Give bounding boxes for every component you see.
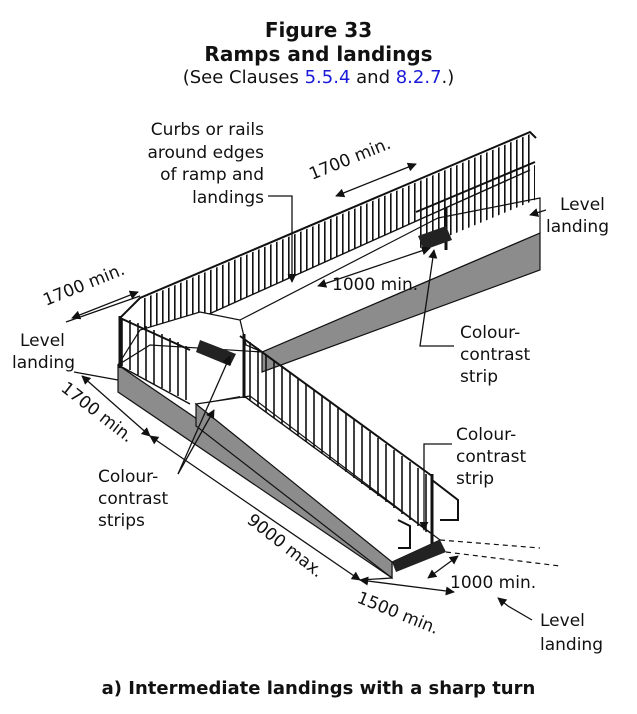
leader-colour-strip-1 [419, 249, 454, 347]
label-dim-1700-top: 1700 min. [306, 134, 393, 185]
leader-colour-strip-2 [419, 443, 452, 531]
label-cc-strips-line2: contrast [98, 489, 168, 509]
label-level-landing-right-1: Level [560, 195, 605, 215]
dim-1500-line [359, 576, 455, 596]
lower-ramp-left-rail-end [397, 519, 411, 549]
label-cc-strip-2-line2: contrast [456, 447, 526, 467]
label-level-landing-bottom-1: Level [540, 611, 585, 631]
figure-number: Figure 33 [264, 18, 373, 42]
figure-caption: a) Intermediate landings with a sharp tu… [101, 678, 536, 699]
leader-colour-strips-a [177, 355, 231, 475]
label-cc-strips-line3: strips [98, 511, 145, 531]
upper-ramp-back-railing [140, 134, 530, 345]
dim-1700-left-line [71, 290, 139, 320]
clause-link-5-5-4[interactable]: 5.5.4 [304, 67, 351, 88]
bottom-level-landing-outline [439, 539, 561, 567]
leader-lines [177, 195, 547, 621]
label-cc-strip-1-line3: strip [460, 367, 498, 387]
label-level-landing-bottom-2: landing [540, 635, 603, 655]
upper-ramp-front-railing [420, 165, 535, 248]
clause-link-8-2-7[interactable]: 8.2.7 [395, 67, 442, 88]
dim-1700-top-line [335, 162, 417, 198]
label-curbs-line1: Curbs or rails [151, 120, 264, 140]
upper-ramp-contrast-strip [418, 226, 452, 250]
label-level-landing-left-2: landing [12, 353, 75, 373]
label-curbs-line3: of ramp and [160, 165, 264, 185]
upper-ramp-front-handrail [415, 161, 536, 213]
label-cc-strip-2-line3: strip [456, 469, 494, 489]
figure-reference: (See Clauses 5.5.4 and 8.2.7.) [0, 67, 637, 88]
label-cc-strips-line1: Colour- [98, 467, 158, 487]
dim-9000-line [149, 435, 361, 581]
label-dim-1500: 1500 min. [354, 588, 441, 639]
leader-level-landing-right [529, 208, 547, 217]
landing-surface [117, 311, 263, 366]
label-dim-1000-mid: 1000 min. [332, 275, 418, 295]
label-curbs-line2: around edges [147, 143, 264, 163]
label-cc-strip-2-line1: Colour- [456, 425, 516, 445]
landing-left-railing [118, 316, 191, 405]
leader-colour-strips-b [177, 409, 215, 475]
dim-1000-mid-line [317, 246, 431, 288]
label-dim-1000-bottom: 1000 min. [450, 573, 536, 593]
dim-1000-bottom-line [427, 555, 459, 579]
label-curbs-line4: landings [192, 188, 264, 208]
label-level-landing-left-1: Level [20, 331, 65, 351]
ref-suffix: .) [441, 67, 455, 88]
ref-prefix: (See Clauses [182, 67, 305, 88]
ref-and: and [350, 67, 396, 88]
leader-level-landing-bottom [497, 597, 533, 621]
dim-1700-lower-line [81, 375, 151, 437]
label-cc-strip-1-line1: Colour- [460, 323, 520, 343]
lower-ramp-surface [194, 395, 442, 563]
label-level-landing-right-2: landing [546, 217, 609, 237]
figure-title: Ramps and landings [204, 42, 433, 66]
leader-curbs [268, 195, 297, 283]
dimension-lines [65, 162, 459, 596]
label-cc-strip-1-line2: contrast [460, 345, 530, 365]
lower-ramp-contrast-strip [392, 540, 446, 572]
label-dim-1700-left: 1700 min. [40, 260, 127, 311]
